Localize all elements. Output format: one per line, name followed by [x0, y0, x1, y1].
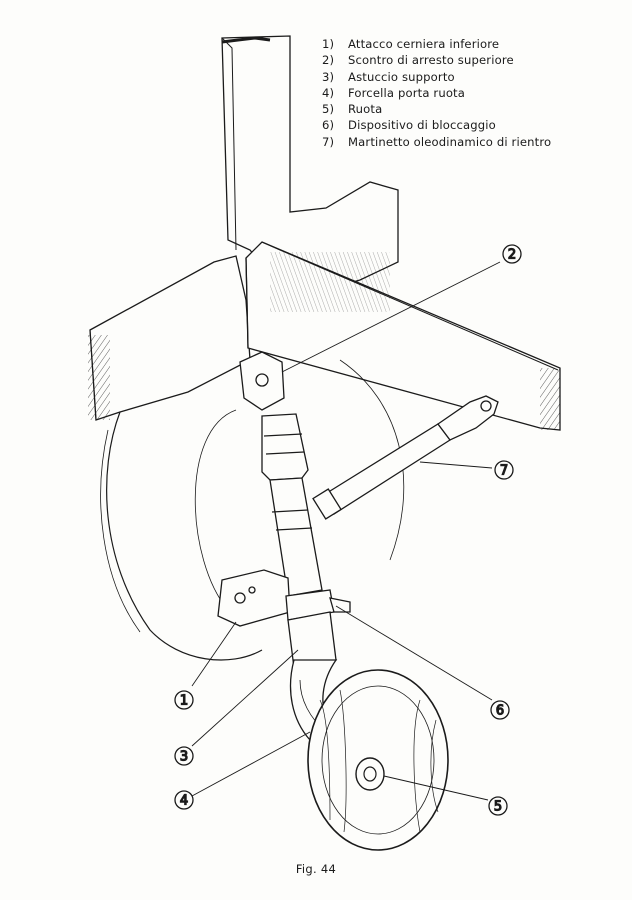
legend-item-number: 1): [322, 37, 335, 51]
callout-1-label: 1: [180, 694, 188, 709]
legend-item: 3) Astuccio supporto: [322, 69, 551, 85]
legend-item-number: 5): [322, 102, 335, 117]
callout-4-label: 4: [180, 794, 188, 809]
oleo-strut: [217, 351, 351, 669]
parts-legend: 1) Attacco cerniera inferiore 2) Scontro d…: [322, 36, 551, 150]
legend-item-text: Forcella porta ruota: [348, 85, 466, 100]
legend-item-number: 2): [322, 53, 335, 68]
wing-structure: [88, 35, 561, 661]
legend-item: 4) Forcella porta ruota: [322, 85, 551, 101]
legend-item: 2) Scontro di arresto superiore: [322, 52, 551, 68]
legend-item-number: 7): [322, 134, 335, 149]
legend-item: 6) Dispositivo di bloccaggio: [322, 117, 551, 133]
callout-3-label: 3: [180, 750, 188, 765]
callout-4: 4: [174, 790, 194, 810]
callout-7-label: 7: [500, 464, 508, 479]
leader-lines: [191, 261, 501, 801]
figure-caption: Fig. 44: [295, 862, 337, 876]
callout-1: 1: [174, 690, 194, 710]
callout-markers: 1 2 3 4 5 6 7: [174, 244, 522, 816]
legend-item: 7) Martinetto oleodinamico di rientro: [322, 134, 551, 150]
legend-item-text: Scontro di arresto superiore: [348, 53, 514, 68]
legend-item-text: Martinetto oleodinamico di rientro: [348, 134, 552, 149]
legend-item-text: Ruota: [348, 102, 383, 117]
legend-item-number: 3): [322, 69, 335, 84]
legend-item: 5) Ruota: [322, 101, 551, 117]
callout-5-label: 5: [494, 800, 502, 815]
callout-6: 6: [490, 700, 510, 720]
legend-item: 1) Attacco cerniera inferiore: [322, 36, 551, 52]
callout-3: 3: [174, 746, 194, 766]
callout-7: 7: [494, 460, 514, 480]
legend-item-text: Astuccio supporto: [348, 69, 455, 84]
callout-5: 5: [488, 796, 508, 816]
wheel: [307, 669, 449, 851]
callout-2: 2: [502, 244, 522, 264]
callout-2-label: 2: [508, 248, 516, 263]
legend-item-number: 6): [322, 118, 335, 133]
callout-6-label: 6: [496, 704, 504, 719]
retraction-jack: [312, 395, 499, 520]
legend-item-text: Dispositivo di bloccaggio: [348, 118, 496, 133]
legend-item-number: 4): [322, 85, 335, 100]
legend-item-text: Attacco cerniera inferiore: [348, 37, 500, 51]
